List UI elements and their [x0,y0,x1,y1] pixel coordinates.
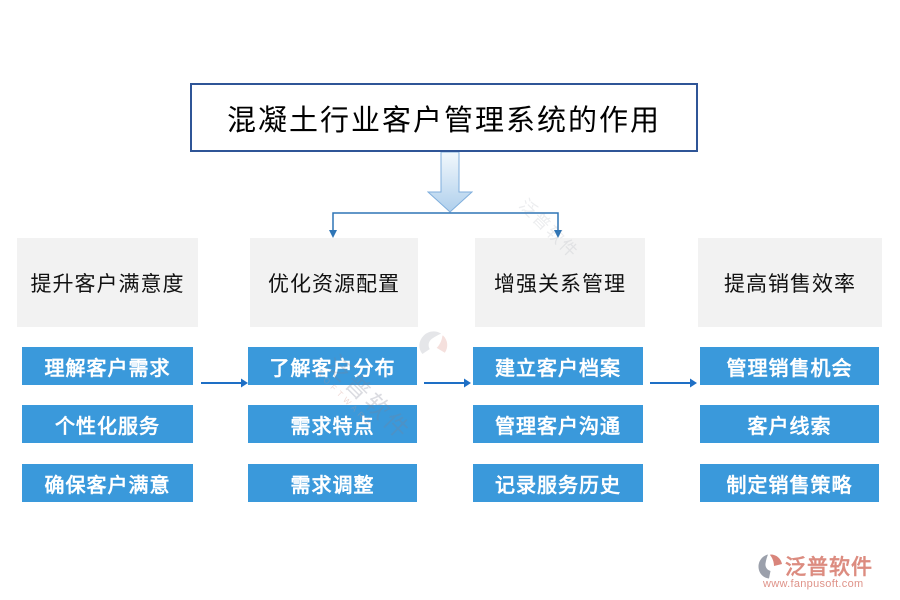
flow-item-ensure-satisfaction: 确保客户满意 [22,464,193,502]
flow-item-understand-needs: 理解客户需求 [22,347,193,385]
brand-url: www.fanpusoft.com [763,578,864,590]
flow-item-demand-features: 需求特点 [248,405,417,443]
flow-item-customer-leads: 客户线索 [700,405,879,443]
column-header-resource-allocation: 优化资源配置 [250,238,418,327]
right-arrow-icon [424,378,471,388]
branch-connector [329,212,562,238]
right-arrow-icon [650,378,697,388]
column-header-relationship-management: 增强关系管理 [475,238,645,327]
flow-item-customer-distribution: 了解客户分布 [248,347,417,385]
brand-logo-icon [758,554,782,579]
flow-item-service-history: 记录服务历史 [473,464,643,502]
flow-item-personalized-service: 个性化服务 [22,405,193,443]
down-block-arrow-icon [427,152,473,213]
flow-item-customer-communication: 管理客户沟通 [473,405,643,443]
page-title: 混凝土行业客户管理系统的作用 [226,104,661,137]
flow-item-sales-strategy: 制定销售策略 [700,464,879,502]
right-arrow-icon [201,378,248,388]
brand-name: 泛普软件 [785,555,873,579]
title-box: 混凝土行业客户管理系统的作用 [190,83,698,152]
flow-item-customer-archive: 建立客户档案 [473,347,643,385]
watermark-logo-icon [419,331,448,354]
flow-item-demand-adjustment: 需求调整 [248,464,417,502]
column-header-customer-satisfaction: 提升客户满意度 [17,238,198,327]
flow-item-sales-opportunities: 管理销售机会 [700,347,879,385]
column-header-sales-efficiency: 提高销售效率 [698,238,882,327]
